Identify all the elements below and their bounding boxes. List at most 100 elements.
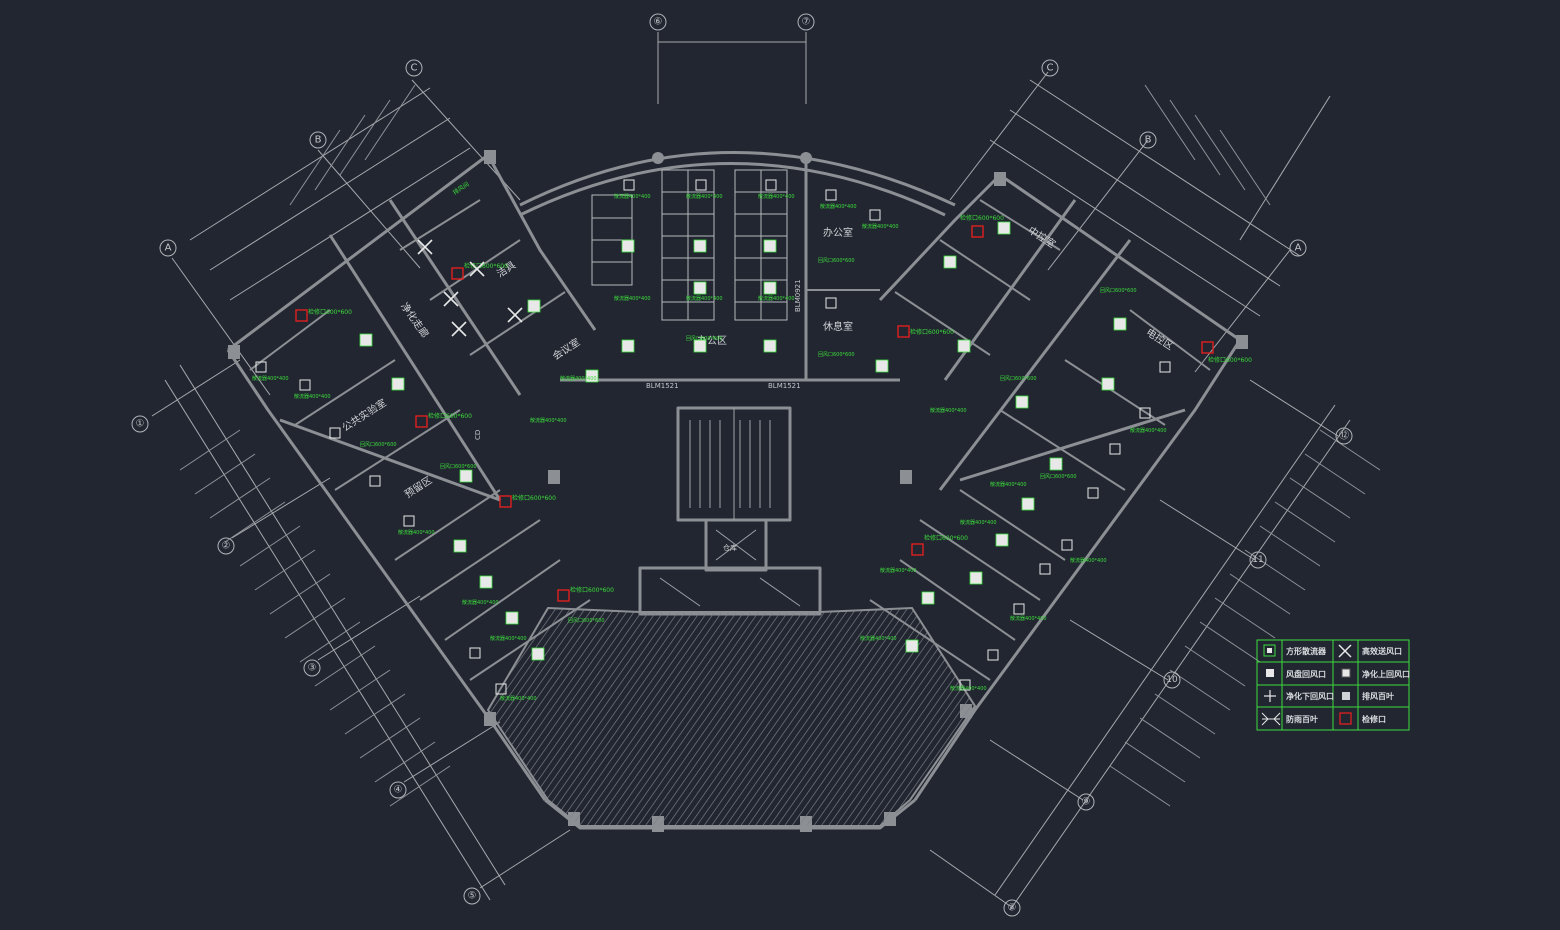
room-partitions [249, 199, 1211, 681]
axis-7-label: ⑦ [802, 17, 811, 28]
annotation-text: 散流器400*400 [252, 375, 289, 382]
annotation-text: 检修口600*600 [570, 586, 614, 594]
annotation-text: 检修口600*600 [1208, 356, 1252, 364]
rain-louver-icon [1261, 712, 1281, 726]
annotation-text: 检修口600*600 [428, 412, 472, 420]
axis-6-label: ⑥ [654, 17, 663, 28]
annotation-text: 检修口600*600 [924, 534, 968, 542]
axis-a-left-label: A [165, 243, 172, 254]
axis-12-label: ⑫ [1339, 430, 1349, 442]
square-diffuser-icon-core [1267, 648, 1272, 653]
annotation-text: 散流器400*400 [758, 295, 795, 302]
hepa-outlets [417, 239, 523, 337]
door-blm1521-left: BLM1521 [646, 382, 679, 390]
room-warehouse: 仓库 [723, 543, 737, 552]
legend-square-diffuser: 方形散流器 [1286, 646, 1327, 656]
annotation-text: 回风口600*600 [818, 258, 855, 264]
annotation-text: 散流器400*400 [930, 407, 967, 414]
annotation-text: 回风口600*600 [1100, 288, 1137, 294]
legend-rain-louver: 防雨百叶 [1286, 714, 1318, 724]
inspection-hatch-icon [1339, 712, 1352, 725]
annotation-text: 检修口600*600 [512, 494, 556, 502]
annotation-text: 散流器400*400 [614, 295, 651, 302]
annotation-text: 散流器400*400 [686, 193, 723, 200]
annotation-text: 散流器400*400 [500, 695, 537, 702]
axis-4-label: ④ [394, 785, 403, 796]
hall-hatch [486, 606, 977, 827]
axis-b-right-label: B [1145, 135, 1152, 146]
axis-10-label: 10 [1166, 675, 1178, 685]
door-cd: CD [474, 430, 482, 440]
annotation-text: 散流器400*400 [686, 295, 723, 302]
annotation-text: 检修口600*600 [308, 308, 352, 316]
wall-columns [228, 150, 1248, 832]
axis-1-label: ① [136, 419, 145, 430]
fancoil-markers [255, 179, 1171, 695]
inspection-hatches [295, 225, 1214, 602]
room-reserve: 预留区 [402, 473, 434, 500]
door-labels: BLM1521 BLM1521 BLM0921 CD [474, 279, 802, 440]
legend-fancoil-return: 风盘回风口 [1286, 669, 1326, 679]
stair-core [659, 408, 801, 607]
annotation-text: 检修口600*600 [464, 262, 508, 270]
legend: 方形散流器 高效送风口 风盘回风口 净化上回风口 净化下回风口 排风百叶 防雨百… [1256, 639, 1410, 731]
door-blm1521-right: BLM1521 [768, 382, 801, 390]
axis-lines [151, 32, 1381, 911]
annotation-text: 散流器400*400 [398, 529, 435, 536]
annotation-text: 散流器400*400 [950, 685, 987, 692]
diffusers [359, 221, 1127, 661]
annotation-text: 散流器400*400 [820, 203, 857, 210]
annotation-text: 散流器400*400 [990, 481, 1027, 488]
axis-labels: ⑥ ⑦ C B A C B A ① ② ③ ④ ⑤ ⑫ 11 10 ⑨ ⑧ [136, 17, 1349, 914]
workstations [591, 169, 788, 321]
annotation-text: 回风口600*600 [818, 352, 855, 358]
annotation-text: 散流器400*400 [530, 417, 567, 424]
room-electrical: 电控区 [1144, 325, 1176, 352]
annotation-text: 散流器400*400 [758, 193, 795, 200]
annotation-text: 回风口600*600 [440, 464, 477, 470]
annotation-text: 散流器400*400 [1010, 615, 1047, 622]
annotation-text: 回风口600*600 [686, 336, 723, 342]
annotation-text: 散流器400*400 [1070, 557, 1107, 564]
annotation-text: 检修口600*600 [960, 214, 1004, 222]
annotation-text: 散流器400*400 [1130, 427, 1167, 434]
legend-clean-lower-return: 净化下回风口 [1286, 691, 1334, 701]
room-exhaust: 排风间 [451, 180, 470, 197]
annotation-text: 散流器400*400 [880, 567, 917, 574]
annotation-text: 散流器400*400 [294, 393, 331, 400]
annotation-text: 回风口600*600 [360, 442, 397, 448]
axis-2-label: ② [222, 541, 231, 552]
supply-notes: 散流器400*400 散流器400*400 散流器400*400 散流器400*… [252, 193, 1167, 702]
annotation-text: 回风口600*600 [1040, 474, 1077, 480]
annotation-text: 散流器400*400 [560, 375, 597, 382]
building-outline [226, 151, 1242, 830]
axis-3-label: ③ [308, 663, 317, 674]
annotation-text: 回风口600*600 [1000, 376, 1037, 382]
legend-clean-upper-return: 净化上回风口 [1362, 669, 1410, 679]
legend-hepa-outlet: 高效送风口 [1362, 646, 1402, 656]
axis-9-label: ⑨ [1082, 797, 1091, 808]
axis-c-right-label: C [1047, 63, 1054, 74]
axis-11-label: 11 [1252, 555, 1263, 565]
annotation-text: 散流器400*400 [860, 635, 897, 642]
axis-bubbles [131, 13, 1353, 917]
inspection-notes: 检修口600*600 检修口600*600 检修口600*600 检修口600*… [308, 214, 1252, 594]
annotation-text: 散流器400*400 [462, 599, 499, 606]
fancoil-return-icon [1266, 669, 1274, 677]
room-public-lab: 公共实验室 [340, 396, 389, 434]
axis-5-label: ⑤ [468, 891, 477, 902]
annotation-text: 回风口600*600 [568, 618, 605, 624]
annotation-text: 散流器400*400 [862, 223, 899, 230]
clean-upper-return-icon [1341, 668, 1351, 678]
clean-lower-return-icon [1264, 690, 1276, 702]
axis-c-left-label: C [411, 63, 418, 74]
axis-b-left-label: B [315, 135, 322, 146]
annotation-text: 散流器400*400 [960, 519, 997, 526]
legend-exhaust-louver: 排风百叶 [1362, 691, 1394, 701]
room-office: 办公室 [823, 226, 853, 239]
annotation-text: 检修口600*600 [910, 328, 954, 336]
axis-a-right-label: A [1295, 243, 1302, 254]
annotation-text: 散流器400*400 [490, 635, 527, 642]
exhaust-louver-icon [1342, 692, 1350, 700]
